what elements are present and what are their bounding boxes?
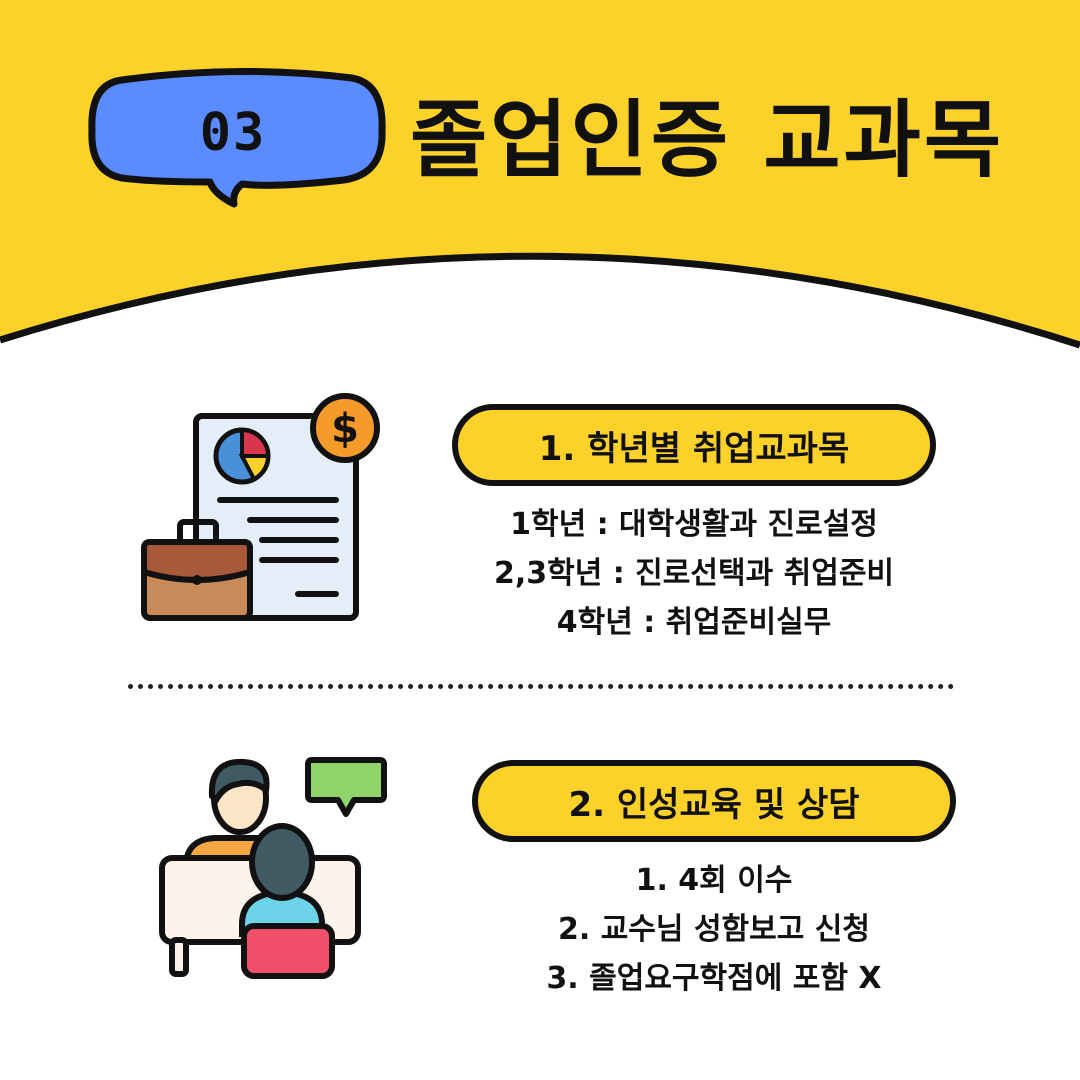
section-1-line: 2,3학년 : 진로선택과 취업준비 bbox=[493, 556, 895, 591]
section-2-line: 1. 4회 이수 bbox=[635, 863, 793, 898]
section-2-line: 2. 교수님 성함보고 신청 bbox=[557, 912, 870, 947]
section-1-line: 1학년 : 대학생활과 진로설정 bbox=[510, 507, 878, 542]
dotted-divider bbox=[128, 684, 954, 689]
page-title: 졸업인증 교과목 bbox=[410, 90, 1005, 189]
badge-number: 03 bbox=[199, 103, 267, 163]
counseling-icon bbox=[159, 757, 387, 979]
svg-text:$: $ bbox=[331, 406, 359, 452]
section-1-title-pill: 1. 학년별 취업교과목 bbox=[452, 404, 936, 486]
section-2-line: 3. 졸업요구학점에 포함 X bbox=[546, 961, 882, 996]
section-1-details: 1학년 : 대학생활과 진로설정 2,3학년 : 진로선택과 취업준비 4학년 … bbox=[452, 500, 936, 647]
section-1-line: 4학년 : 취업준비실무 bbox=[556, 605, 832, 640]
section-2-details: 1. 4회 이수 2. 교수님 성함보고 신청 3. 졸업요구학점에 포함 X bbox=[472, 856, 956, 1003]
section-2-title-pill: 2. 인성교육 및 상담 bbox=[472, 760, 956, 842]
speech-bubble-badge bbox=[88, 67, 386, 208]
report-briefcase-icon: $ bbox=[141, 393, 380, 621]
